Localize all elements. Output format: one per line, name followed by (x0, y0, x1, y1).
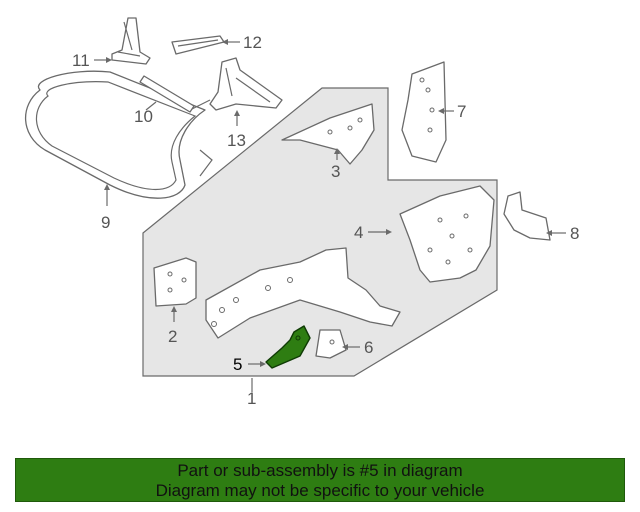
banner-line-1: Part or sub-assembly is #5 in diagram (177, 461, 463, 480)
callout-2: 2 (168, 327, 177, 346)
callout-1: 1 (247, 389, 256, 408)
part-6-plate[interactable] (315, 329, 347, 359)
callout-13: 13 (227, 131, 246, 150)
part-4-wheelhouse[interactable] (399, 185, 495, 283)
callout-7: 7 (457, 102, 466, 121)
part-3-upper-rail[interactable] (281, 103, 375, 165)
part-8-bracket[interactable] (503, 191, 551, 241)
part-2-plate[interactable] (153, 257, 197, 307)
callout-5: 5 (233, 355, 242, 374)
part-5-reinforcement[interactable] (265, 325, 311, 369)
info-banner: Part or sub-assembly is #5 in diagram Di… (15, 458, 625, 502)
part-9-weatherstrip[interactable] (24, 70, 213, 199)
callout-10: 10 (134, 107, 153, 126)
part-10-strip[interactable] (139, 75, 195, 113)
part-7-pillar-bracket[interactable] (401, 61, 447, 163)
part-13-hinge[interactable] (209, 57, 283, 111)
part-12-rail[interactable] (171, 35, 225, 55)
parts-diagram: 1 2 3 4 5 6 7 8 9 10 11 12 13 (24, 17, 579, 408)
callout-9: 9 (101, 213, 110, 232)
callout-3: 3 (331, 162, 340, 181)
part-11-bracket[interactable] (111, 17, 151, 65)
part-1-apron-rail[interactable] (205, 247, 401, 339)
banner-line-2: Diagram may not be specific to your vehi… (155, 481, 485, 500)
callout-4: 4 (354, 223, 363, 242)
callout-6: 6 (364, 338, 373, 357)
callout-8: 8 (570, 224, 579, 243)
leader-lines (94, 39, 566, 392)
callout-12: 12 (243, 33, 262, 52)
callout-11: 11 (72, 51, 90, 70)
